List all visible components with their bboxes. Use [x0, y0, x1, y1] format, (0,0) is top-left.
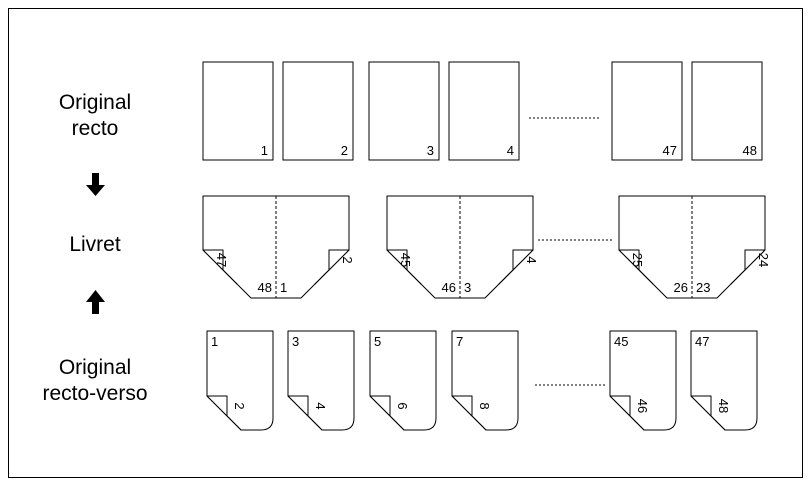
back-page-number: 6	[395, 402, 410, 409]
front-page-number: 45	[614, 334, 628, 349]
duplex-page: 12	[206, 330, 274, 431]
recto-pages: 1 2 3 4 47 48	[202, 61, 763, 161]
fold-number-left: 47	[214, 253, 229, 267]
label-original-recto-verso-line1: Original	[58, 356, 132, 379]
fold-corner-right	[730, 249, 766, 285]
page-number: 47	[663, 143, 677, 158]
label-original-recto-line2: recto	[71, 117, 119, 140]
fold-corner-left	[386, 249, 422, 285]
front-page-number: 7	[456, 334, 463, 349]
duplex-page: 34	[287, 330, 355, 431]
duplex-page: 78	[451, 330, 519, 431]
fold-corner	[609, 395, 645, 431]
fold-corner	[690, 395, 726, 431]
duplex-page: 56	[369, 330, 437, 431]
label-original-recto-line1: Original	[58, 91, 132, 114]
booklet-sheet: 47 2 48 1	[202, 195, 355, 299]
recto-page: 3	[368, 61, 440, 161]
label-original-recto-verso-line2: recto-verso	[42, 382, 148, 405]
front-page-number: 47	[695, 334, 709, 349]
fold-corner	[206, 395, 242, 431]
front-page-number: 3	[292, 334, 299, 349]
label-original-recto-verso: Original recto-verso	[25, 355, 165, 407]
page-number: 1	[261, 143, 268, 158]
fold-number-right: 24	[756, 253, 771, 267]
page-number-left: 26	[674, 280, 688, 295]
back-page-number: 46	[635, 399, 650, 413]
up-arrow-icon	[86, 290, 105, 314]
page-sheet	[611, 61, 683, 161]
fold-corner	[369, 395, 405, 431]
recto-page: 4	[448, 61, 520, 161]
fold-number-right: 2	[340, 256, 355, 263]
page-number: 3	[427, 143, 434, 158]
front-page-number: 5	[374, 334, 381, 349]
page-sheet	[448, 61, 520, 161]
back-page-number: 8	[477, 402, 492, 409]
fold-number-left: 45	[398, 253, 413, 267]
page-number-left: 46	[442, 280, 456, 295]
back-page-number: 4	[313, 402, 328, 409]
fold-corner-left	[618, 249, 654, 285]
page-number: 48	[743, 143, 757, 158]
duplex-page: 47 48	[690, 330, 758, 431]
recto-page: 2	[282, 61, 354, 161]
page-number: 2	[341, 143, 348, 158]
recto-page: 48	[691, 61, 763, 161]
front-page-number: 1	[211, 334, 218, 349]
page-number: 4	[507, 143, 514, 158]
recto-page: 47	[611, 61, 683, 161]
fold-number-right: 4	[524, 256, 539, 263]
label-booklet: Livret	[69, 233, 121, 256]
fold-corner-left	[202, 249, 238, 285]
fold-corner	[287, 395, 323, 431]
page-sheet	[691, 61, 763, 161]
duplex-page: 45 46	[609, 330, 677, 431]
label-original-recto: Original recto	[40, 90, 150, 142]
back-page-number: 2	[232, 402, 247, 409]
booklet-sheets: 47 2 48 1 45 4 46 3 25 24 26 23	[202, 195, 771, 299]
fold-corner-right	[498, 249, 534, 285]
down-arrow-icon	[86, 173, 105, 196]
page-sheet	[282, 61, 354, 161]
fold-corner-right	[314, 249, 350, 285]
fold-number-left: 25	[630, 253, 645, 267]
booklet-sheet: 45 4 46 3	[386, 195, 539, 299]
recto-page: 1	[202, 61, 274, 161]
booklet-sheet: 25 24 26 23	[618, 195, 771, 299]
back-page-number: 48	[716, 399, 731, 413]
page-sheet	[202, 61, 274, 161]
page-number-right: 1	[280, 280, 287, 295]
page-number-right: 3	[464, 280, 471, 295]
page-number-left: 48	[258, 280, 272, 295]
page-number-right: 23	[696, 280, 710, 295]
fold-corner	[451, 395, 487, 431]
page-sheet	[368, 61, 440, 161]
